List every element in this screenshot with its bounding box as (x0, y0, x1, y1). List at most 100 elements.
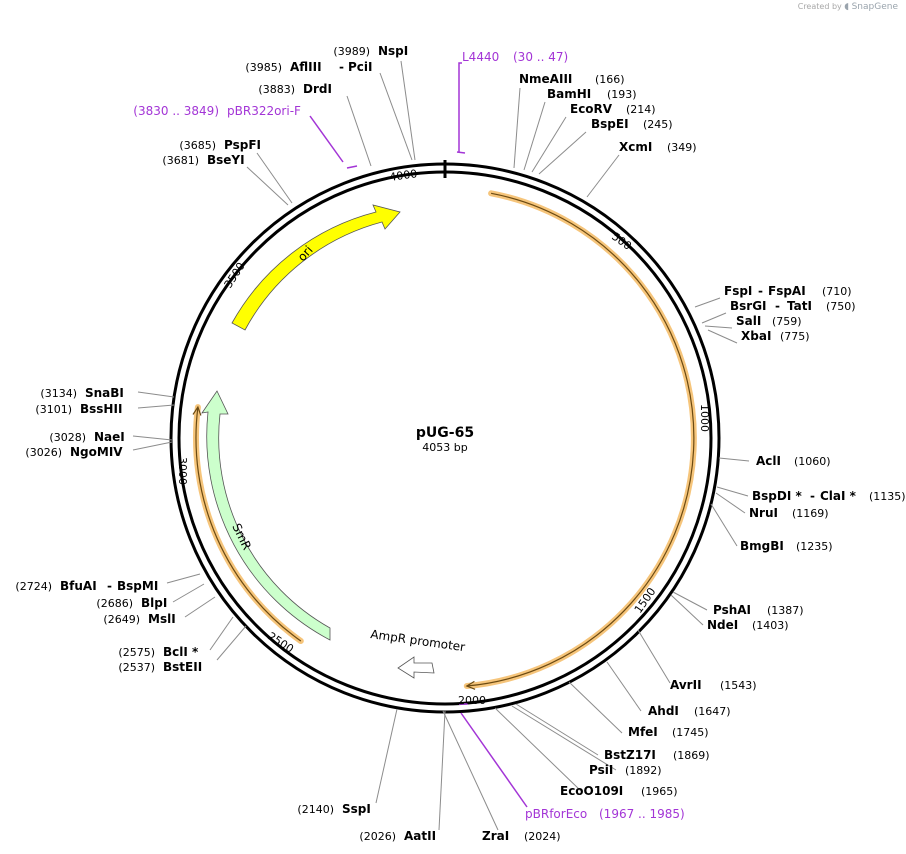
site-name: AclI (756, 454, 781, 468)
plasmid-length: 4053 bp (422, 441, 467, 454)
site-position: (193) (607, 88, 637, 101)
site-name: PciI (348, 60, 373, 74)
primer-range: (1967 .. 1985) (599, 807, 685, 821)
site-separator: - (339, 60, 344, 74)
site-position: (3883) (258, 83, 295, 96)
tick-label: 3000 (176, 457, 189, 485)
site-position: (2575) (118, 646, 155, 659)
site-name: XcmI (619, 140, 652, 154)
site-name: FspI (724, 284, 752, 298)
feature-ori-arrow (231, 204, 401, 331)
site-name: BstZ17I (604, 748, 656, 762)
site-position: (2724) (15, 580, 52, 593)
site-name: BsrGI (730, 299, 767, 313)
site-name: BssHII (80, 402, 122, 416)
site-position: (3985) (245, 61, 282, 74)
site-position: (1869) (673, 749, 710, 762)
site-position: (1235) (796, 540, 833, 553)
primer-name: pBR322ori-F (227, 104, 301, 118)
orf-group (192, 190, 697, 690)
site-name: NspI (378, 44, 408, 58)
site-name: NruI (749, 506, 778, 520)
site-position: (759) (772, 315, 802, 328)
site-separator: - (107, 579, 112, 593)
site-name: MfeI (628, 725, 658, 739)
site-name: AvrII (670, 678, 702, 692)
site-name: FspAI (768, 284, 806, 298)
feature-promoter-arrow (397, 656, 435, 679)
site-position: (3026) (25, 446, 62, 459)
orf-line (195, 407, 302, 642)
site-name: NaeI (94, 430, 125, 444)
site-name: ZraI (482, 829, 509, 843)
feature-smr-arrow (201, 390, 331, 641)
site-name: SnaBI (85, 386, 124, 400)
site-name: EcoO109I (560, 784, 623, 798)
site-position: (2024) (524, 830, 561, 843)
site-name: PsiI (589, 763, 613, 777)
site-name: MslI (148, 612, 176, 626)
leader-lines (132, 60, 750, 831)
site-name: BseYI (207, 153, 245, 167)
site-name: ClaI * (820, 489, 857, 503)
snapgene-watermark: Created by ◖ SnapGene (798, 2, 898, 12)
primer-name: L4440 (462, 50, 499, 64)
site-name: SalI (736, 314, 761, 328)
site-name: NgoMIV (70, 445, 123, 459)
plasmid-name: pUG-65 (416, 425, 474, 441)
site-position: (1403) (752, 619, 789, 632)
site-separator: - (775, 299, 780, 313)
site-position: (2649) (103, 613, 140, 626)
site-separator: - (810, 489, 815, 503)
site-name: BspDI * (752, 489, 802, 503)
site-position: (2026) (359, 830, 396, 843)
site-position: (3681) (162, 154, 199, 167)
site-position: (2140) (297, 803, 334, 816)
site-name: NdeI (707, 618, 738, 632)
snapgene-logo-icon: ◖ (844, 2, 850, 12)
tick-label: 4000 (389, 167, 419, 184)
site-name: BstEII (163, 660, 202, 674)
features (201, 204, 435, 679)
site-position: (3028) (49, 431, 86, 444)
site-position: (166) (595, 73, 625, 86)
orf-arrowhead (192, 405, 202, 416)
site-position: (1169) (792, 507, 829, 520)
tick-label: 1000 (698, 404, 711, 432)
feature-label-promoter: AmpR promoter (370, 627, 466, 654)
site-name: PshAI (713, 603, 751, 617)
site-name: BspEI (591, 117, 629, 131)
site-name: DrdI (303, 82, 332, 96)
site-position: (1647) (694, 705, 731, 718)
site-position: (2686) (96, 597, 133, 610)
primer-labels: L4440 (30 .. 47) (3830 .. 3849) pBR322or… (133, 50, 684, 821)
site-position: (1892) (625, 764, 662, 777)
site-position: (1060) (794, 455, 831, 468)
site-name: XbaI (741, 329, 771, 343)
site-position: (3989) (333, 45, 370, 58)
orf-line (466, 192, 695, 687)
site-name: BspMI (117, 579, 158, 593)
site-position: (3685) (179, 139, 216, 152)
site-name: BlpI (141, 596, 167, 610)
site-position: (1543) (720, 679, 757, 692)
primer-name: pBRforEco (525, 807, 587, 821)
site-separator: - (758, 284, 763, 298)
site-name: AhdI (648, 704, 679, 718)
site-position: (1965) (641, 785, 678, 798)
tick-label: 2000 (458, 694, 486, 707)
site-labels: (3989) NspI (3985) AflIII - PciI (3883) … (15, 44, 905, 843)
site-name: PspFI (224, 138, 261, 152)
site-position: (750) (826, 300, 856, 313)
site-position: (1745) (672, 726, 709, 739)
site-position: (214) (626, 103, 656, 116)
site-name: BmgBI (740, 539, 784, 553)
site-position: (3134) (40, 387, 77, 400)
site-name: BamHI (547, 87, 591, 101)
site-name: SspI (342, 802, 371, 816)
site-position: (3101) (35, 403, 72, 416)
orf-arrowhead (465, 680, 476, 690)
primer-marker-l4440 (458, 62, 462, 152)
primer-range: (3830 .. 3849) (133, 104, 219, 118)
site-name: AflIII (290, 60, 322, 74)
